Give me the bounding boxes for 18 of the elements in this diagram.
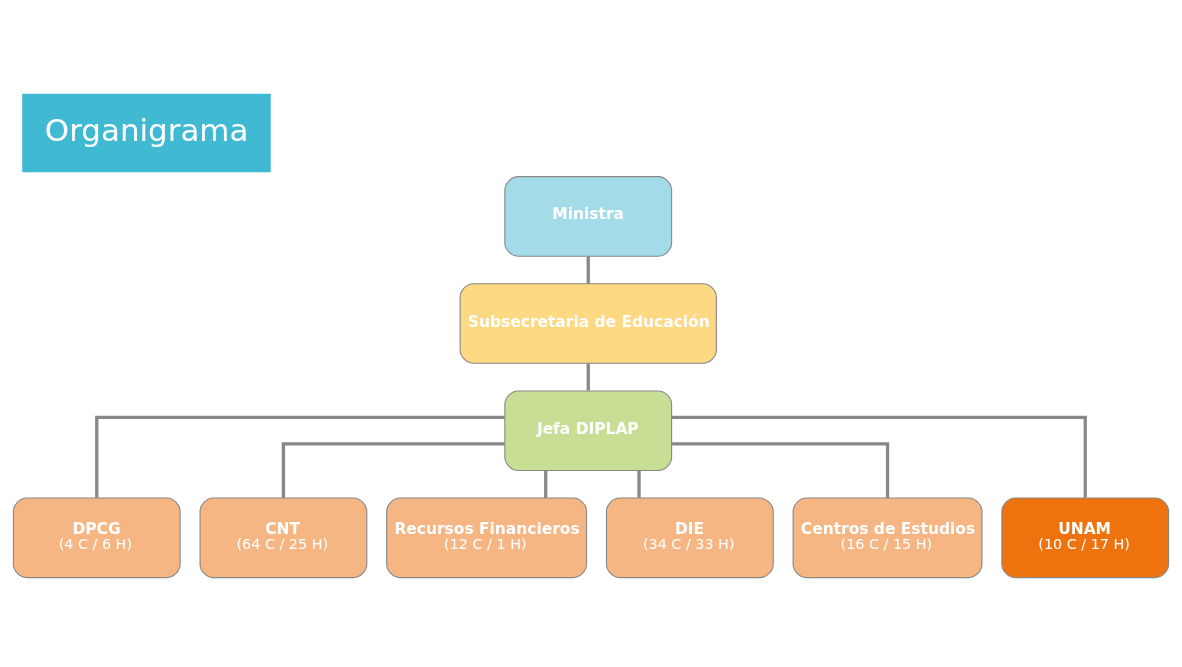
node-box: Ministra xyxy=(504,176,673,257)
node-box: Recursos Financieros (12 C / 1 H) xyxy=(386,497,588,579)
connector xyxy=(671,415,1087,498)
node-box: DIE (34 C / 33 H) xyxy=(605,497,774,579)
diagram-title: Organigrama xyxy=(44,112,249,149)
node-box: CNT (64 C / 25 H) xyxy=(199,497,368,579)
connector xyxy=(281,442,505,498)
node-box: UNAM (10 C / 17 H) xyxy=(1001,497,1170,579)
connector xyxy=(95,415,505,498)
node-box: Subsecretaria de Educación xyxy=(459,283,717,364)
connector xyxy=(637,470,641,498)
connector xyxy=(672,442,890,498)
node-box: Centros de Estudios (16 C / 15 H) xyxy=(792,497,983,579)
node-box: Jefa DIPLAP xyxy=(504,390,673,471)
connector xyxy=(586,363,590,391)
node-box: DPCG (4 C / 6 H) xyxy=(12,497,181,579)
connector xyxy=(586,256,590,284)
connector xyxy=(544,470,548,498)
